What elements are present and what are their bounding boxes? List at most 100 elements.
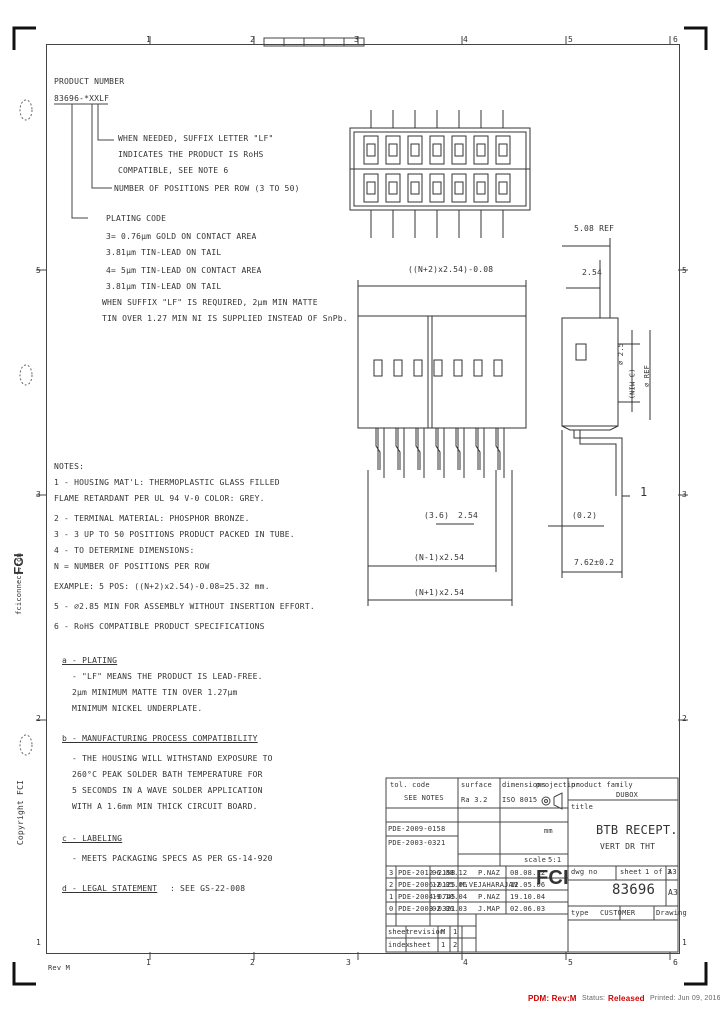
rev-row-ecn: PDE-2006-0125 — [398, 881, 456, 889]
note-line: 6 - RoHS COMPATIBLE PRODUCT SPECIFICATIO… — [54, 622, 265, 631]
dim-one: 1 — [640, 485, 648, 499]
rev-row-num: 2 — [389, 881, 394, 889]
note-a-line: MINIMUM NICKEL UNDERPLATE. — [72, 704, 203, 713]
notes-title: NOTES: — [54, 462, 85, 471]
col-label-top: 4 — [463, 35, 469, 44]
plating-line: 4= 5µm TIN-LEAD ON CONTACT AREA — [106, 266, 262, 275]
dim-36: (3.6) — [424, 511, 450, 520]
note-line: 2 - TERMINAL MATERIAL: PHOSPHOR BRONZE. — [54, 514, 250, 523]
tb-dim-value: ISO 8015 — [502, 796, 538, 804]
tb-drawing-label: Drawing — [656, 909, 687, 917]
tb-family-value: DUBOX — [616, 791, 639, 799]
status-label: Status: — [582, 995, 606, 1002]
col-label-top: 5 — [568, 35, 574, 44]
sheet-row-cell: 1 — [453, 928, 458, 936]
tb-title-label: title — [571, 803, 594, 811]
rev-row-chk: 19.10.04 — [510, 893, 546, 901]
tb-title-line1: BTB RECEPT. — [596, 823, 678, 837]
suffix-note-line: INDICATES THE PRODUCT IS RoHS — [118, 150, 264, 159]
row-label-left: 2 — [36, 714, 42, 723]
index-row-cell: 1 — [441, 941, 446, 949]
tb-projection-label: projection — [536, 781, 581, 789]
row-label-left: 1 — [36, 938, 42, 947]
col-label-top: 1 — [146, 35, 152, 44]
col-label-bottom: 6 — [673, 958, 679, 967]
note-line: 5 - ∅2.85 MIN FOR ASSEMBLY WITHOUT INSER… — [54, 602, 315, 611]
row-label-right: 5 — [682, 266, 688, 275]
rev-row-ecn: PDE-2012-2158 — [398, 869, 456, 877]
tb-unit: mm — [544, 827, 553, 835]
rev-label: Rev M — [48, 964, 71, 972]
dim-02: (0.2) — [572, 511, 598, 520]
tb-title-line2: VERT DR THT — [600, 842, 656, 851]
rev-row-date: 19.10.04 — [432, 893, 468, 901]
tb-dim-label: dimensions — [502, 781, 547, 789]
note-b-line: WITH A 1.6mm MIN THICK CIRCUIT BOARD. — [72, 802, 258, 811]
tb-scale-label: scale — [524, 856, 547, 864]
tb-type-label: type — [571, 909, 589, 917]
rev-row-by: P.NAZ — [478, 869, 501, 877]
dim-254: 2.54 — [458, 511, 479, 520]
tb-scale-value: 5:1 — [548, 856, 562, 864]
index-row-cell: sheet — [409, 941, 432, 949]
pdm-rev: PDM: Rev:M — [528, 994, 577, 1003]
tb-sheet-value: 1 of 3 — [645, 868, 672, 876]
positions-note: NUMBER OF POSITIONS PER ROW (3 TO 50) — [114, 184, 300, 193]
note-line: FLAME RETARDANT PER UL 94 V-0 COLOR: GRE… — [54, 494, 265, 503]
plating-title: PLATING CODE — [106, 214, 167, 223]
tb-row-top: PDE-2009-0158 — [388, 825, 446, 833]
note-a-line: 2µm MINIMUM MATTE TIN OVER 1.27µm — [72, 688, 238, 697]
tb-family-label: product family — [571, 781, 633, 789]
plating-line: 3= 0.76µm GOLD ON CONTACT AREA — [106, 232, 257, 241]
note-line: EXAMPLE: 5 POS: ((N+2)x2.54)-0.08=25.32 … — [54, 582, 270, 591]
tb-tol-value: SEE NOTES — [404, 794, 444, 802]
dim-top-width: ((N+2)x2.54)-0.08 — [408, 265, 494, 274]
note-line: 4 - TO DETERMINE DIMENSIONS: — [54, 546, 195, 555]
note-line: 1 - HOUSING MAT'L: THERMOPLASTIC GLASS F… — [54, 478, 280, 487]
sheet-row-cell: sheet — [388, 928, 411, 936]
rev-row-ecn: PDE-2004-0745 — [398, 893, 456, 901]
index-row-cell: 2 — [453, 941, 458, 949]
note-a-title: a - PLATING — [62, 656, 118, 665]
rev-row-num: 1 — [389, 893, 394, 901]
rev-row-ecn: PDE-2003-0321 — [398, 905, 456, 913]
tb-sheet-label: sheet — [620, 868, 643, 876]
rev-row-date: 06.08.12 — [432, 869, 468, 877]
status-value: Released — [608, 994, 645, 1003]
plating-line: 3.81µm TIN-LEAD ON TAIL — [106, 282, 222, 291]
plating-line: 3.81µm TIN-LEAD ON TAIL — [106, 248, 222, 257]
sheet-row-cell: M — [441, 928, 446, 936]
row-label-left: 5 — [36, 266, 42, 275]
row-label-left: 3 — [36, 490, 42, 499]
product-number: 83696-*XXLF — [54, 94, 110, 103]
row-label-right: 1 — [682, 938, 688, 947]
col-label-top: 2 — [250, 35, 256, 44]
rev-row-by: J.MAP — [478, 905, 501, 913]
dim-width-752: 7.62±0.2 — [574, 558, 615, 567]
note-b-line: 260°C PEAK SOLDER BATH TEMPERATURE FOR — [72, 770, 263, 779]
rev-row-num: 0 — [389, 905, 394, 913]
row-label-right: 2 — [682, 714, 688, 723]
dim-ref: 5.08 REF — [574, 224, 615, 233]
dim-254-top: 2.54 — [582, 268, 603, 277]
tb-surface-label: surface — [461, 781, 492, 789]
note-b-line: - THE HOUSING WILL WITHSTAND EXPOSURE TO — [72, 754, 273, 763]
sheet-row-cell: revision — [409, 928, 445, 936]
tb-dwgno-label: dwg no — [571, 868, 598, 876]
col-label-top: 6 — [673, 35, 679, 44]
plating-line: TIN OVER 1.27 MIN NI IS SUPPLIED INSTEAD… — [102, 314, 348, 323]
rev-row-num: 3 — [389, 869, 394, 877]
note-a-line: - "LF" MEANS THE PRODUCT IS LEAD-FREE. — [72, 672, 263, 681]
row-label-right: 3 — [682, 490, 688, 499]
rev-row-chk: 12.05.06 — [510, 881, 546, 889]
rev-row-chk: 08.08.12 — [510, 869, 546, 877]
note-line: 3 - 3 UP TO 50 POSITIONS PRODUCT PACKED … — [54, 530, 295, 539]
note-d-text: : SEE GS-22-008 — [170, 884, 246, 893]
dim-n-plus-1: (N+1)x2.54 — [414, 588, 465, 597]
drawing-frame — [46, 44, 680, 954]
tb-size-big: A3 — [668, 888, 679, 897]
index-row-cell: index — [388, 941, 411, 949]
